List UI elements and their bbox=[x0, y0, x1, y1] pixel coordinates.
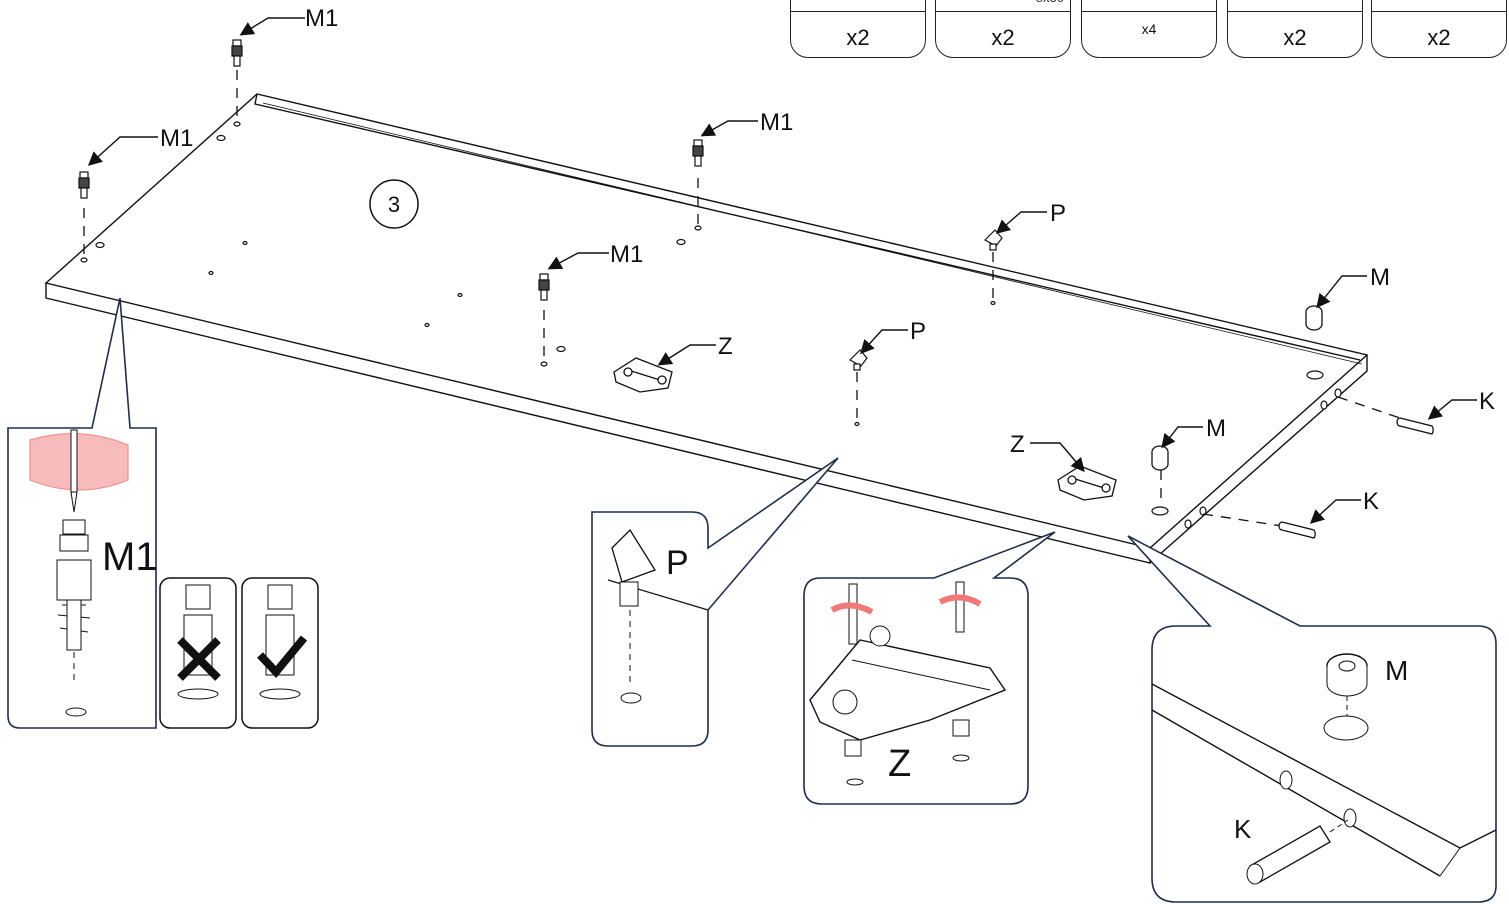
part-size: 8x30 bbox=[1036, 0, 1064, 4]
part-box-1: x2 bbox=[790, 0, 926, 58]
inset-m-k: M K bbox=[1127, 535, 1497, 903]
callout-m: M bbox=[1206, 415, 1226, 442]
checkmark-icon bbox=[257, 635, 308, 679]
callout-m1: M1 bbox=[160, 125, 193, 152]
callout-z: Z bbox=[718, 333, 733, 360]
part-box-3: x4 bbox=[1081, 0, 1217, 58]
part-qty: x2 bbox=[1283, 25, 1307, 50]
inset-p-label: P bbox=[666, 544, 689, 582]
inset-m1-label: M1 bbox=[102, 535, 158, 579]
callout-m1: M1 bbox=[610, 241, 643, 268]
inset-z-label: Z bbox=[888, 743, 911, 785]
inset-m1-wrong bbox=[159, 577, 237, 729]
inset-p: P bbox=[591, 457, 839, 747]
z-hinge-plate-icons bbox=[613, 357, 1117, 501]
panel-number-badge: 3 bbox=[369, 179, 419, 229]
guide-lines bbox=[83, 70, 1401, 527]
part-qty: x2 bbox=[991, 25, 1015, 50]
callout-z: Z bbox=[1010, 431, 1025, 458]
panel-holes bbox=[80, 121, 1342, 529]
part-box-2: 8x30 x2 bbox=[935, 0, 1071, 58]
part-box-5: x2 bbox=[1371, 0, 1507, 58]
callout-k: K bbox=[1479, 388, 1495, 415]
m1-bolt-icons bbox=[78, 39, 704, 301]
callout-m: M bbox=[1370, 264, 1390, 291]
m-cam-lock-icons bbox=[1151, 305, 1323, 471]
callout-p: P bbox=[910, 318, 926, 345]
callout-m1: M1 bbox=[760, 109, 793, 136]
k-dowel-icons bbox=[1278, 417, 1434, 539]
part-qty: x2 bbox=[1427, 25, 1451, 50]
callout-m1: M1 bbox=[305, 5, 338, 32]
callout-labels: M1 M1 M1 M1 P P Z Z M M K K bbox=[160, 5, 1495, 515]
callout-k: K bbox=[1363, 488, 1379, 515]
p-shelf-pin-icons bbox=[849, 229, 1003, 371]
panel-3 bbox=[44, 93, 1369, 564]
panel-number: 3 bbox=[388, 192, 400, 217]
inset-m1: M1 bbox=[7, 297, 158, 729]
part-qty: x4 bbox=[1141, 21, 1157, 37]
part-qty: x2 bbox=[846, 25, 870, 50]
callout-leaders bbox=[87, 17, 1477, 524]
cross-icon bbox=[177, 637, 221, 681]
inset-k-label: K bbox=[1234, 814, 1252, 844]
inset-m-label: M bbox=[1385, 655, 1408, 686]
inset-m1-correct bbox=[241, 577, 319, 729]
inset-z: Z bbox=[803, 531, 1056, 805]
part-box-4: x2 bbox=[1227, 0, 1363, 58]
callout-p: P bbox=[1050, 200, 1066, 227]
